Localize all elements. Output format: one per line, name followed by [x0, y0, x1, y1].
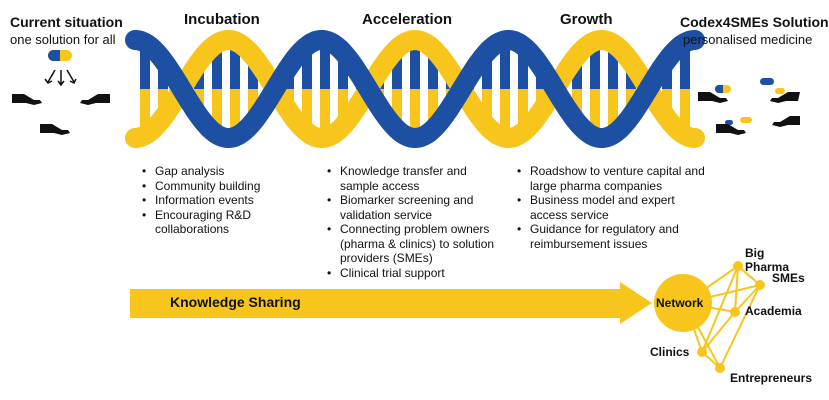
list-item: Clinical trial support	[327, 266, 498, 281]
list-item: Biomarker screening and validation servi…	[327, 193, 498, 222]
list-item: Connecting problem owners (pharma & clin…	[327, 222, 498, 266]
network-node-label: SMEs	[772, 271, 805, 285]
dna-rung-blue	[230, 41, 240, 89]
dna-rung-blue	[482, 52, 492, 89]
dna-rung-blue	[338, 52, 348, 89]
hands-icon	[698, 92, 800, 135]
dna-rung-blue	[392, 48, 402, 89]
dna-rung-yellow	[428, 89, 438, 130]
dna-rung-yellow	[608, 89, 618, 135]
pill-icon	[48, 50, 72, 61]
dna-rung-blue	[140, 42, 150, 89]
dna-rung-yellow	[680, 89, 690, 136]
dna-rung-yellow	[140, 89, 150, 136]
dna-strand-yellow	[125, 29, 705, 148]
dna-rung-yellow	[500, 89, 510, 138]
dna-rungs	[140, 40, 690, 138]
diagram-graphics	[12, 29, 800, 373]
dna-rung-yellow	[410, 89, 420, 138]
network-node-label: Entrepreneurs	[730, 371, 813, 385]
dna-strand-blue	[125, 30, 705, 149]
phase-title-growth: Growth	[560, 11, 613, 28]
dna-rung-yellow	[212, 89, 222, 135]
dna-rung-blue	[500, 40, 510, 89]
dna-rung-yellow	[338, 89, 348, 126]
dna-rung-yellow	[482, 89, 492, 126]
list-item: Roadshow to venture capital and large ph…	[517, 164, 708, 193]
solution-title: Codex4SMEs Solution	[680, 14, 829, 30]
network-nodes	[697, 261, 765, 373]
dna-rung-blue	[608, 43, 618, 89]
list-item: Gap analysis	[142, 164, 293, 179]
dna-rung-blue	[302, 45, 312, 89]
list-item: Information events	[142, 193, 293, 208]
list-item: Business model and expert access service	[517, 193, 708, 222]
network-center-label: Network	[656, 296, 704, 310]
network-hub	[654, 274, 712, 332]
current-situation-title: Current situation	[10, 14, 123, 30]
network-node-label: Clinics	[650, 345, 690, 359]
list-item: Community building	[142, 179, 293, 194]
growth-list: Roadshow to venture capital and large ph…	[516, 164, 708, 251]
network-node-label: Big Pharma	[745, 246, 790, 274]
solution-subtitle: personalised medicine	[683, 32, 813, 47]
dna-rung-yellow	[392, 89, 402, 130]
dna-rung-yellow	[302, 89, 312, 133]
dna-rung-blue	[590, 41, 600, 89]
dna-rung-yellow	[518, 89, 528, 133]
phase-title-acceleration: Acceleration	[362, 11, 453, 28]
dna-rung-blue	[212, 43, 222, 89]
network-node-label: Academia	[745, 304, 802, 318]
list-item: Encouraging R&D collaborations	[142, 208, 293, 237]
dna-rung-yellow	[230, 89, 240, 137]
knowledge-sharing-label: Knowledge Sharing	[170, 294, 301, 310]
phase-title-incubation: Incubation	[184, 11, 260, 28]
dna-rung-blue	[518, 45, 528, 89]
dna-rung-blue	[428, 48, 438, 89]
dna-rung-yellow	[320, 89, 330, 138]
dna-rung-blue	[680, 42, 690, 89]
incubation-list: Gap analysis Community building Informat…	[141, 164, 293, 237]
list-item: Knowledge transfer and sample access	[327, 164, 498, 193]
dna-rung-blue	[320, 40, 330, 89]
list-item: Guidance for regulatory and reimbursemen…	[517, 222, 708, 251]
acceleration-list: Knowledge transfer and sample access Bio…	[326, 164, 498, 280]
personalised-pills-icon	[715, 78, 785, 125]
knowledge-sharing-arrow	[130, 282, 652, 324]
distribution-arrows-icon	[44, 69, 77, 87]
dna-rung-blue	[410, 40, 420, 89]
hand-icon	[12, 94, 110, 135]
dna-rung-yellow	[590, 89, 600, 137]
current-situation-subtitle: one solution for all	[10, 32, 116, 47]
